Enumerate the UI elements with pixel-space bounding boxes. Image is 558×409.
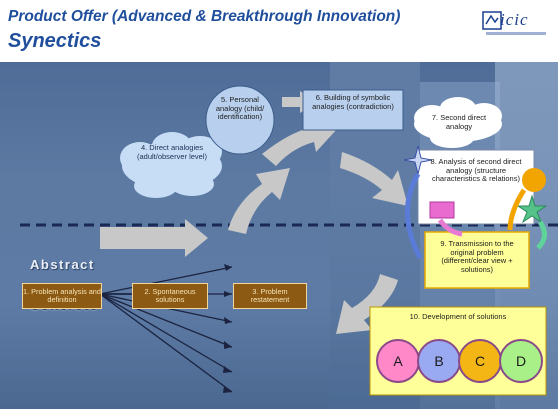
process-arrowheads (223, 264, 232, 393)
arrow-to-step10 (336, 274, 398, 334)
label-step9: 9. Transmission to the original problem … (440, 239, 514, 274)
label-step10: 10. Development of solutions (409, 312, 507, 321)
rect-shape-pink (429, 201, 455, 219)
label-step8: 8. Analysis of second direct analogy (st… (430, 157, 522, 184)
logo-underline (486, 32, 546, 35)
star-shape-green (516, 194, 548, 224)
logo-text: icic (500, 10, 529, 29)
arrow-green-curve (536, 220, 547, 250)
box-step1: 1. Problem analysis and definition (22, 283, 102, 309)
slide-subtitle: Synectics (8, 30, 102, 52)
label-step4: 4. Direct analogies (adult/observer leve… (136, 143, 208, 161)
diagram-graphics (20, 85, 558, 396)
logo-mark-icon (482, 11, 502, 30)
diagram-stage: 4. Direct analogies (adult/observer leve… (0, 62, 558, 409)
cloud-step4 (120, 132, 222, 198)
cloud-step7 (414, 97, 502, 148)
slide-title: Product Offer (Advanced & Breakthrough I… (8, 8, 401, 25)
arrow-to-step5 (228, 168, 290, 234)
label-step7: 7. Second direct analogy (431, 113, 487, 131)
circle-shape-orange (522, 168, 546, 192)
box-step6 (302, 89, 404, 131)
label-step5: 5. Personal analogy (child/ identificati… (215, 95, 265, 122)
arrow-blue-curve (405, 172, 423, 260)
level-abstract: Abstract (30, 257, 95, 272)
arrow-to-step8 (340, 152, 408, 206)
box-step3: 3. Problem restatement (233, 283, 307, 309)
bubble-step5 (205, 85, 275, 155)
solution-circle-a: A (376, 339, 420, 383)
solution-circle-c: C (458, 339, 502, 383)
label-step6: 6. Building of symbolic analogies (contr… (312, 93, 394, 111)
solution-circle-b: B (417, 339, 461, 383)
arrow-concrete-to-abstract (100, 219, 208, 257)
box-step2: 2. Spontaneous solutions (132, 283, 208, 309)
solution-circle-d: D (499, 339, 543, 383)
arrow-pink-curve (437, 218, 463, 237)
icic-logo: icic (482, 10, 548, 38)
arrow-orange-curve (507, 188, 527, 231)
box-step9 (424, 231, 530, 289)
